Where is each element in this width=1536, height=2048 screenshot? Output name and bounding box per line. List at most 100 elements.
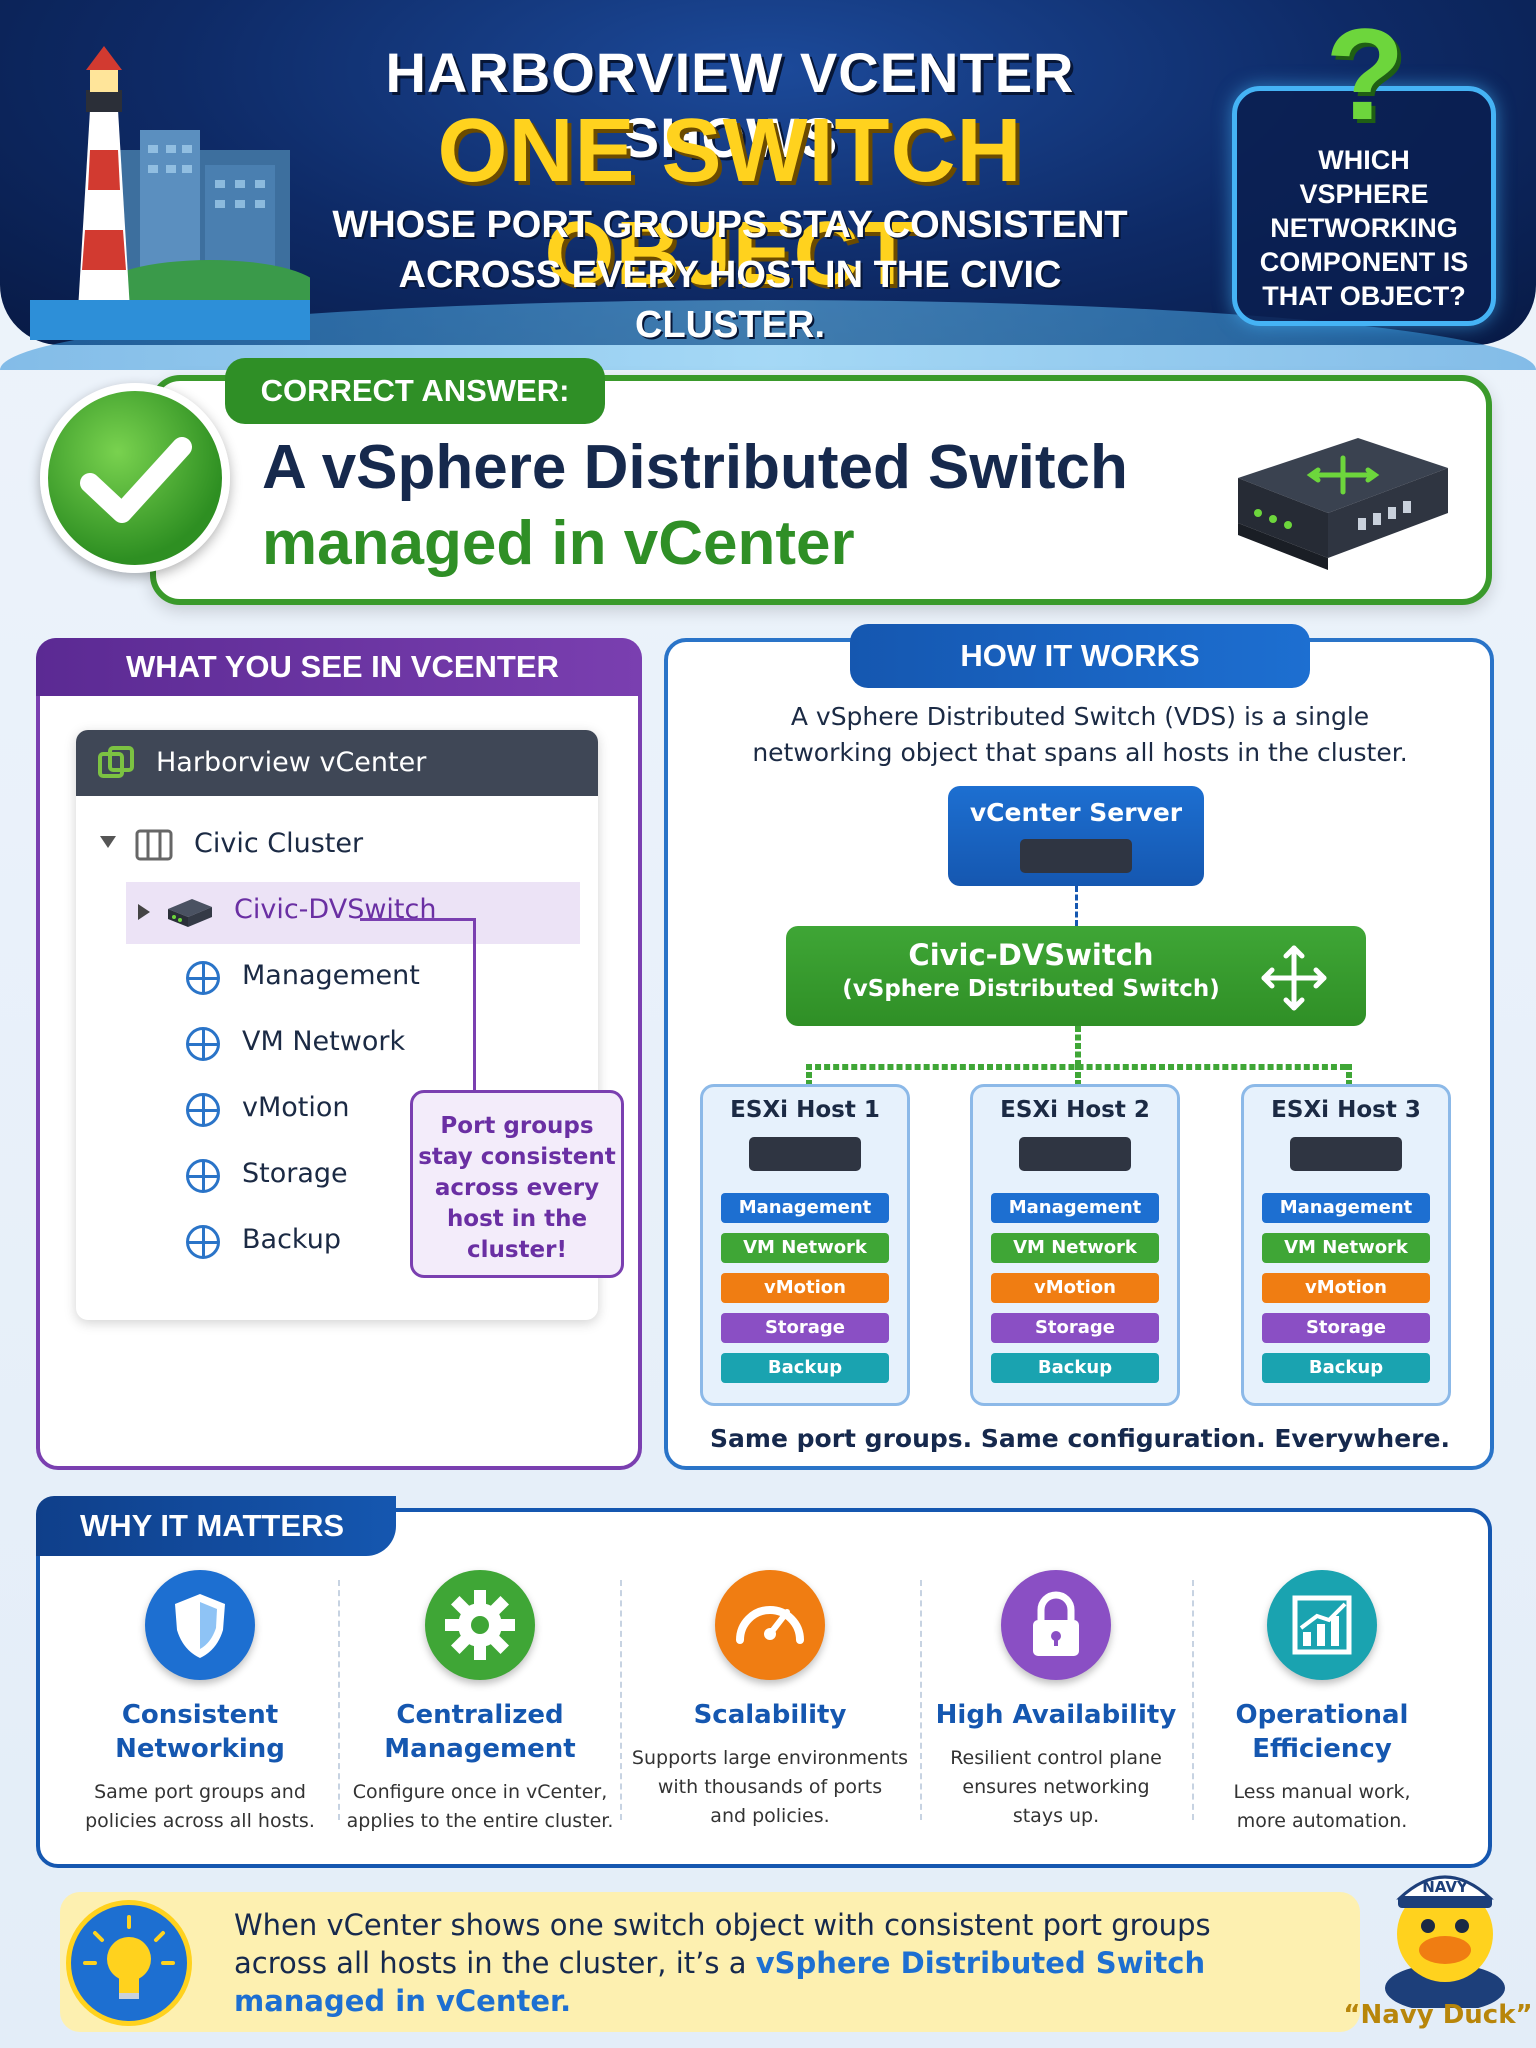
portgroup-tag: Storage bbox=[721, 1313, 889, 1343]
benefit-heading: Management bbox=[384, 1734, 576, 1764]
server-icon bbox=[1020, 839, 1132, 873]
benefit-heading: Operational bbox=[1235, 1700, 1409, 1730]
benefit-heading: Networking bbox=[115, 1734, 285, 1764]
vcenter-name: Harborview vCenter bbox=[156, 747, 427, 778]
benefit-high-availability: High Availability Resilient control plan… bbox=[916, 1570, 1196, 1831]
esxi-host-card: ESXi Host 1 Management VM Network vMotio… bbox=[700, 1084, 910, 1406]
dvs-box-type: (vSphere Distributed Switch) bbox=[842, 976, 1220, 1002]
benefit-text: ensures networking bbox=[962, 1776, 1150, 1798]
tree-item-portgroup[interactable]: VM Network bbox=[242, 1026, 406, 1057]
portgroup-tag: Backup bbox=[721, 1353, 889, 1383]
globe-icon bbox=[186, 1027, 220, 1061]
tree-item-cluster[interactable]: Civic Cluster bbox=[194, 828, 364, 859]
globe-icon bbox=[186, 961, 220, 995]
tree-item-portgroup[interactable]: Backup bbox=[242, 1224, 341, 1255]
benefit-text: and policies. bbox=[710, 1805, 830, 1827]
vcenter-view-title: WHAT YOU SEE IN VCENTER bbox=[36, 638, 642, 696]
mascot-caption: “Navy Duck” bbox=[1343, 2000, 1533, 2030]
host-name: ESXi Host 1 bbox=[730, 1097, 880, 1123]
host-connector bbox=[806, 1064, 812, 1086]
navy-duck-mascot-icon: NAVY bbox=[1385, 1875, 1505, 2008]
lightbulb-icon bbox=[83, 1915, 175, 1999]
distributed-switch-icon bbox=[1238, 438, 1448, 570]
lightbulb-circle bbox=[66, 1900, 192, 2026]
vcenter-icon bbox=[98, 746, 134, 778]
benefit-text: Supports large environments bbox=[631, 1747, 909, 1769]
tree-item-portgroup[interactable]: Management bbox=[242, 960, 420, 991]
chart-icon bbox=[1267, 1570, 1377, 1680]
host-name: ESXi Host 2 bbox=[1000, 1097, 1150, 1123]
gear-icon bbox=[425, 1570, 535, 1680]
portgroup-tag: VM Network bbox=[991, 1233, 1159, 1263]
how-description-line2: networking object that spans all hosts i… bbox=[752, 738, 1408, 767]
callout-line: across every bbox=[434, 1175, 600, 1201]
portgroup-tag: Management bbox=[1262, 1193, 1430, 1223]
expand-arrow-icon[interactable] bbox=[100, 836, 116, 848]
portgroup-tag: Management bbox=[721, 1193, 889, 1223]
header-title-line1: HARBORVIEW VCENTER SHOWS bbox=[385, 41, 1075, 169]
host-connector bbox=[1075, 1064, 1081, 1086]
benefit-text: with thousands of ports bbox=[657, 1776, 883, 1798]
portgroup-tag: vMotion bbox=[991, 1273, 1159, 1303]
header-subtitle-line2: ACROSS EVERY HOST IN THE CIVIC CLUSTER. bbox=[398, 254, 1062, 346]
esxi-host-card: ESXi Host 2 Management VM Network vMotio… bbox=[970, 1084, 1180, 1406]
benefit-text: Configure once in vCenter, bbox=[352, 1781, 608, 1803]
cluster-icon bbox=[135, 829, 173, 861]
question-line: NETWORKING bbox=[1270, 213, 1458, 243]
column-divider bbox=[620, 1580, 622, 1820]
portgroup-tag: vMotion bbox=[1262, 1273, 1430, 1303]
host-name: ESXi Host 3 bbox=[1271, 1097, 1421, 1123]
portgroup-tag: Storage bbox=[991, 1313, 1159, 1343]
dvs-box-name: Civic-DVSwitch bbox=[908, 938, 1154, 972]
benefit-text: policies across all hosts. bbox=[85, 1810, 315, 1832]
callout-connector bbox=[360, 918, 476, 1128]
host-connector bbox=[1346, 1064, 1352, 1086]
question-line: WHICH bbox=[1318, 145, 1410, 175]
dvs-connector bbox=[1075, 1026, 1081, 1066]
globe-icon bbox=[186, 1093, 220, 1127]
column-divider bbox=[920, 1580, 922, 1820]
speedometer-icon bbox=[715, 1570, 825, 1680]
portgroup-tag: vMotion bbox=[721, 1273, 889, 1303]
tip-line1: When vCenter shows one switch object wit… bbox=[234, 1908, 1211, 1942]
move-arrows-icon bbox=[1261, 945, 1327, 1011]
tip-line2: across all hosts in the cluster, it’s a bbox=[234, 1946, 747, 1980]
portgroup-tag: VM Network bbox=[1262, 1233, 1430, 1263]
server-icon bbox=[1290, 1137, 1402, 1171]
inventory-header[interactable]: Harborview vCenter bbox=[76, 730, 598, 796]
same-config-footer: Same port groups. Same configuration. Ev… bbox=[710, 1424, 1450, 1453]
vcenter-connector bbox=[1075, 886, 1078, 926]
tip-highlight: vSphere Distributed Switch bbox=[755, 1946, 1206, 1980]
server-icon bbox=[749, 1137, 861, 1171]
benefit-heading: Efficiency bbox=[1252, 1734, 1392, 1764]
answer-line1: A vSphere Distributed Switch bbox=[262, 433, 1128, 502]
question-mark-icon: ? bbox=[1325, 1, 1405, 147]
tree-item-portgroup[interactable]: vMotion bbox=[242, 1092, 350, 1123]
question-box: WHICH VSPHERE NETWORKING COMPONENT IS TH… bbox=[1232, 86, 1496, 326]
benefit-heading: High Availability bbox=[935, 1700, 1177, 1730]
server-icon bbox=[1019, 1137, 1131, 1171]
benefit-text: Resilient control plane bbox=[950, 1747, 1162, 1769]
collapse-arrow-icon[interactable] bbox=[138, 904, 150, 920]
shield-icon bbox=[145, 1570, 255, 1680]
portgroup-tag: Storage bbox=[1262, 1313, 1430, 1343]
dvswitch-icon bbox=[168, 899, 212, 927]
header-subtitle-line1: WHOSE PORT GROUPS STAY CONSISTENT bbox=[332, 204, 1128, 246]
benefit-text: Same port groups and bbox=[94, 1781, 306, 1803]
callout-line: cluster! bbox=[466, 1237, 567, 1263]
tree-item-portgroup[interactable]: Storage bbox=[242, 1158, 348, 1189]
why-it-matters-panel bbox=[36, 1508, 1492, 1868]
tip-line3-highlight: managed in vCenter. bbox=[234, 1984, 572, 2018]
column-divider bbox=[1192, 1580, 1194, 1820]
callout-line: stay consistent bbox=[418, 1144, 616, 1170]
correct-answer-label: CORRECT ANSWER: bbox=[225, 358, 605, 424]
portgroup-tag: Backup bbox=[1262, 1353, 1430, 1383]
answer-line2: managed in vCenter bbox=[262, 509, 855, 578]
portgroup-tag: Backup bbox=[991, 1353, 1159, 1383]
esxi-host-card: ESXi Host 3 Management VM Network vMotio… bbox=[1241, 1084, 1451, 1406]
lock-icon bbox=[1001, 1570, 1111, 1680]
